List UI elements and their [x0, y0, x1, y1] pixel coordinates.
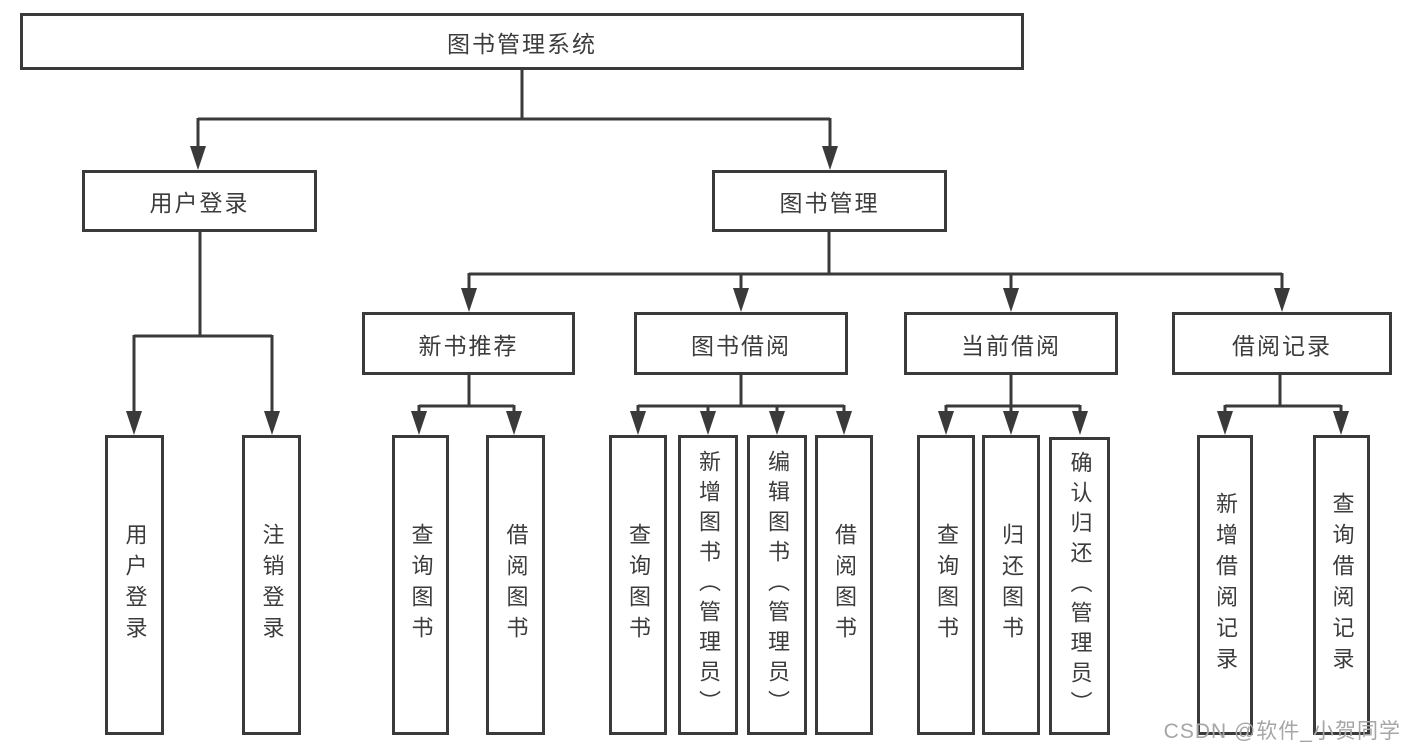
leaf-logout: 注销登录	[242, 435, 301, 735]
leaf-return-books-label: 归还图书	[999, 523, 1024, 647]
node-root: 图书管理系统	[20, 13, 1024, 70]
leaf-query-books-1-label: 查询图书	[408, 523, 434, 647]
leaf-add-book-admin: 新增图书（管理员）	[678, 435, 738, 735]
leaf-user-login: 用户登录	[105, 435, 164, 735]
leaf-query-books-3-label: 查询图书	[934, 523, 959, 647]
leaf-confirm-return-admin-label: 确认归还（管理员）	[1067, 451, 1093, 721]
node-root-label: 图书管理系统	[447, 30, 597, 57]
leaf-borrow-books-2-label: 借阅图书	[832, 523, 857, 647]
leaf-add-book-admin-label: 新增图书（管理员）	[696, 450, 721, 720]
leaf-query-books-3: 查询图书	[917, 435, 975, 735]
leaf-borrow-books-1-label: 借阅图书	[503, 523, 529, 647]
csdn-watermark: CSDN @软件_小贺同学	[1163, 720, 1401, 743]
node-current-borrow-label: 当前借阅	[961, 332, 1061, 359]
leaf-query-books-1: 查询图书	[392, 435, 449, 735]
leaf-query-borrow-record-label: 查询借阅记录	[1329, 492, 1355, 678]
leaf-edit-book-admin-label: 编辑图书（管理员）	[765, 450, 790, 720]
node-user-login-label: 用户登录	[149, 190, 250, 216]
arrowheads	[126, 146, 1349, 435]
node-book-borrow: 图书借阅	[634, 312, 848, 375]
leaf-confirm-return-admin: 确认归还（管理员）	[1049, 437, 1110, 735]
leaf-add-borrow-record-label: 新增借阅记录	[1213, 492, 1238, 678]
node-new-book-recommend-label: 新书推荐	[418, 332, 519, 359]
node-new-book-recommend: 新书推荐	[362, 312, 575, 375]
leaf-add-borrow-record: 新增借阅记录	[1197, 435, 1253, 735]
node-borrow-records-label: 借阅记录	[1232, 332, 1332, 359]
leaf-query-books-2: 查询图书	[609, 435, 667, 735]
node-current-borrow: 当前借阅	[904, 312, 1118, 375]
leaf-logout-label: 注销登录	[259, 523, 285, 647]
node-borrow-records: 借阅记录	[1172, 312, 1392, 375]
node-book-borrow-label: 图书借阅	[691, 332, 791, 359]
leaf-borrow-books-2: 借阅图书	[815, 435, 873, 735]
leaf-return-books: 归还图书	[982, 435, 1040, 735]
node-book-management: 图书管理	[712, 170, 947, 232]
leaf-query-borrow-record: 查询借阅记录	[1313, 435, 1370, 735]
node-book-management-label: 图书管理	[779, 190, 880, 216]
leaf-query-books-2-label: 查询图书	[626, 523, 651, 647]
leaf-edit-book-admin: 编辑图书（管理员）	[747, 435, 807, 735]
leaf-user-login-label: 用户登录	[122, 523, 148, 647]
leaf-borrow-books-1: 借阅图书	[486, 435, 545, 735]
node-user-login: 用户登录	[82, 170, 317, 232]
